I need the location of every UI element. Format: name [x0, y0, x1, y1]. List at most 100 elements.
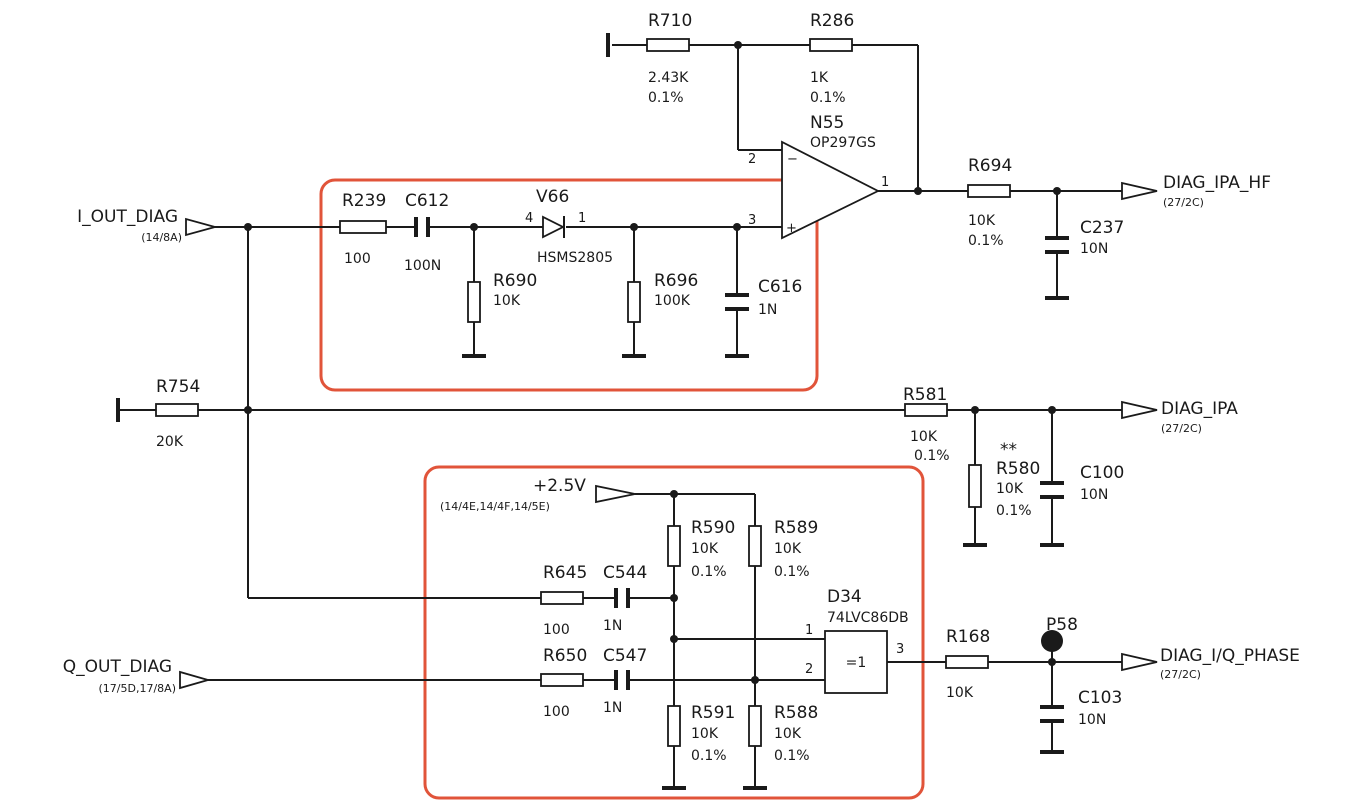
r694-ref: R694	[968, 156, 1012, 176]
port-arrows	[179, 181, 1158, 690]
c100-value: 10N	[1080, 487, 1108, 503]
c237-value: 10N	[1080, 241, 1108, 257]
r645-value: 100	[543, 622, 570, 638]
n55-plus-sign: +	[786, 221, 797, 236]
capacitor-c237	[1045, 236, 1069, 254]
r591-value: 10K	[691, 726, 719, 742]
r694-tol: 0.1%	[968, 233, 1004, 249]
c547-ref: C547	[603, 646, 647, 666]
r580-ref: R580	[996, 459, 1040, 479]
c544-ref: C544	[603, 563, 647, 583]
v66-pin-k: 1	[578, 211, 586, 226]
capacitor-c103	[1040, 705, 1064, 723]
r645-ref: R645	[543, 563, 587, 583]
highlight-detector-block	[319, 178, 819, 392]
r710-tol: 0.1%	[648, 90, 684, 106]
opamp-n55	[781, 140, 881, 240]
r650-ref: R650	[543, 646, 587, 666]
resistor-r590	[667, 525, 681, 567]
resistors	[155, 38, 1011, 747]
c616-value: 1N	[758, 302, 777, 318]
capacitor-c547	[614, 670, 630, 690]
port-q-out-diag-name: Q_OUT_DIAG	[63, 657, 172, 677]
v66-pin-a: 4	[525, 211, 533, 226]
d34-func: =1	[846, 655, 867, 671]
r588-tol: 0.1%	[774, 748, 810, 764]
capacitor-c616	[725, 293, 749, 311]
r754-value: 20K	[156, 434, 184, 450]
r589-tol: 0.1%	[774, 564, 810, 580]
capacitors	[414, 217, 1069, 723]
c612-ref: C612	[405, 191, 449, 211]
port-v25-name: +2.5V	[533, 476, 586, 496]
test-point-p58	[1041, 630, 1063, 652]
highlight-phase-detector-block	[423, 465, 925, 800]
r590-tol: 0.1%	[691, 564, 727, 580]
port-diag-iq-phase-name: DIAG_I/Q_PHASE	[1160, 646, 1300, 666]
p58-ref: P58	[1046, 615, 1078, 635]
r580-value: 10K	[996, 481, 1024, 497]
port-v25-ref: (14/4E,14/4F,14/5E)	[440, 500, 550, 513]
r590-value: 10K	[691, 541, 719, 557]
d34-part: 74LVC86DB	[827, 610, 909, 626]
c547-value: 1N	[603, 700, 622, 716]
r694-value: 10K	[968, 213, 996, 229]
r588-ref: R588	[774, 703, 818, 723]
port-i-out-diag-ref: (14/8A)	[141, 231, 182, 244]
r589-value: 10K	[774, 541, 802, 557]
resistor-r591	[667, 705, 681, 747]
resistor-r589	[748, 525, 762, 567]
c103-ref: C103	[1078, 688, 1122, 708]
d34-pin-in1: 1	[805, 623, 813, 638]
capacitor-c100	[1040, 481, 1064, 499]
v66-ref: V66	[536, 187, 569, 207]
resistor-r645	[540, 591, 584, 605]
c100-ref: C100	[1080, 463, 1124, 483]
ground-symbols	[116, 33, 1069, 790]
v66-part: HSMS2805	[537, 250, 613, 266]
r588-value: 10K	[774, 726, 802, 742]
junction-dots	[244, 41, 1061, 684]
resistor-r650	[540, 673, 584, 687]
port-q-out-diag-ref: (17/5D,17/8A)	[99, 682, 176, 695]
r710-ref: R710	[648, 11, 692, 31]
r589-ref: R589	[774, 518, 818, 538]
d34-pin-out: 3	[896, 642, 904, 657]
n55-ref: N55	[810, 113, 844, 133]
r690-ref: R690	[493, 271, 537, 291]
r239-value: 100	[344, 251, 371, 267]
n55-pin-out: 1	[881, 175, 889, 190]
xor-gate-d34	[824, 630, 888, 694]
r168-value: 10K	[946, 685, 974, 701]
port-diag-ipa-ref: (27/2C)	[1161, 422, 1202, 435]
port-diag-ipa-name: DIAG_IPA	[1161, 399, 1238, 419]
r581-ref: R581	[903, 385, 947, 405]
r696-value: 100K	[654, 293, 691, 309]
port-i-out-diag-name: I_OUT_DIAG	[77, 207, 178, 227]
capacitor-c612	[414, 217, 430, 237]
r580-note: **	[1000, 440, 1017, 460]
r591-tol: 0.1%	[691, 748, 727, 764]
c616-ref: C616	[758, 277, 802, 297]
c237-ref: C237	[1080, 218, 1124, 238]
d34-ref: D34	[827, 587, 862, 607]
r590-ref: R590	[691, 518, 735, 538]
n55-pin-inv: 2	[748, 152, 756, 167]
resistor-r690	[467, 281, 481, 323]
r690-value: 10K	[493, 293, 521, 309]
resistor-r168	[945, 655, 989, 669]
n55-pin-noninv: 3	[748, 213, 756, 228]
diode-v66	[542, 215, 566, 239]
port-diag-ipa-hf-ref: (27/2C)	[1163, 196, 1204, 209]
resistor-r580	[968, 464, 982, 508]
r168-ref: R168	[946, 627, 990, 647]
r710-value: 2.43K	[648, 70, 689, 86]
n55-part: OP297GS	[810, 135, 876, 151]
resistor-r581	[904, 403, 948, 417]
r591-ref: R591	[691, 703, 735, 723]
r581-value: 10K	[910, 429, 938, 445]
port-diag-iq-phase-ref: (27/2C)	[1160, 668, 1201, 681]
port-diag-ipa-hf-name: DIAG_IPA_HF	[1163, 173, 1271, 193]
resistor-r239	[339, 220, 387, 234]
